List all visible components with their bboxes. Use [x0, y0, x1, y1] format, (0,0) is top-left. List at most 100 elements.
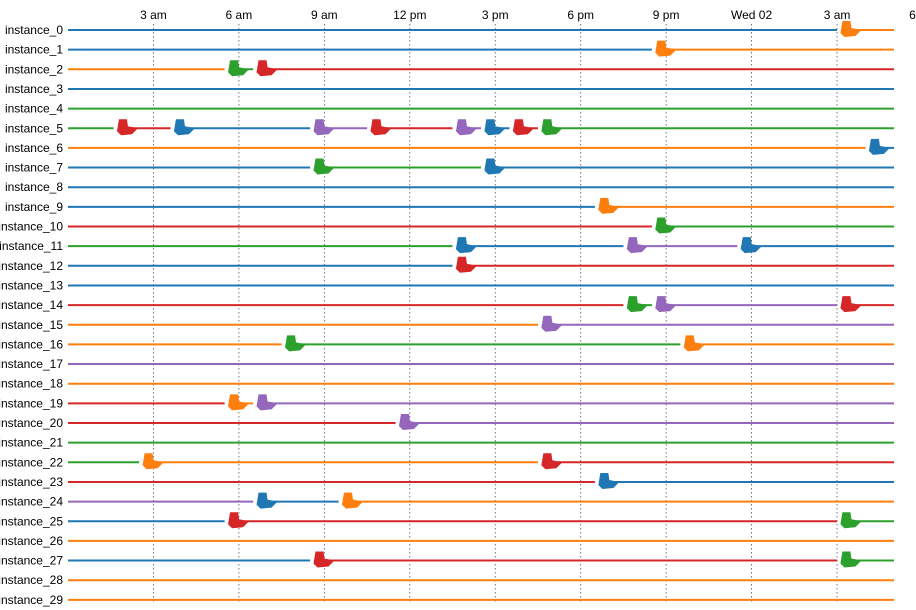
event-marker — [285, 335, 307, 352]
instance-label: instance_15 — [0, 318, 63, 332]
instance-lane — [68, 394, 894, 411]
instance-lane — [68, 512, 894, 529]
event-marker — [740, 237, 762, 254]
event-marker — [142, 453, 164, 470]
event-marker — [484, 119, 506, 136]
instance-label: instance_8 — [5, 180, 63, 194]
event-marker — [313, 551, 335, 568]
instance-label: instance_12 — [0, 259, 63, 273]
x-tick-label: 3 am — [140, 8, 167, 22]
instance-lane — [68, 60, 894, 77]
instance-lane — [68, 453, 894, 470]
instance-lane — [68, 492, 894, 509]
event-marker — [655, 296, 677, 313]
instance-label: instance_16 — [0, 337, 63, 351]
event-marker — [455, 256, 477, 273]
event-marker — [655, 217, 677, 234]
x-tick-label: Wed 02 — [731, 8, 772, 22]
instance-lane — [68, 296, 894, 313]
event-marker — [116, 119, 138, 136]
x-tick-label: 3 pm — [482, 8, 509, 22]
instance-label: instance_2 — [5, 62, 63, 76]
instance-label: instance_6 — [5, 141, 63, 155]
x-tick-label: 3 am — [824, 8, 851, 22]
instance-lane — [68, 197, 894, 214]
event-marker — [484, 158, 506, 175]
event-marker — [840, 296, 862, 313]
instance-lane — [68, 335, 894, 352]
event-marker — [228, 512, 250, 529]
event-marker — [455, 237, 477, 254]
event-marker — [541, 315, 563, 332]
instance-label: instance_27 — [0, 554, 63, 568]
event-marker — [228, 60, 250, 77]
instance-label: instance_10 — [0, 220, 63, 234]
event-marker — [626, 237, 648, 254]
event-marker — [341, 492, 363, 509]
instance-lane — [68, 315, 894, 332]
event-marker — [256, 394, 278, 411]
instance-label: instance_11 — [0, 239, 63, 253]
event-marker — [598, 472, 620, 489]
instance-lane — [68, 472, 894, 489]
event-marker — [455, 119, 477, 136]
instance-label: instance_3 — [5, 82, 63, 96]
event-marker — [313, 158, 335, 175]
instance-label: instance_28 — [0, 573, 63, 587]
event-marker — [173, 119, 195, 136]
x-tick-label: 9 am — [311, 8, 338, 22]
instance-lane — [68, 414, 894, 430]
x-tick-label: 6 am — [226, 8, 253, 22]
event-marker — [541, 453, 563, 470]
event-marker — [868, 138, 890, 155]
instance-lane — [68, 217, 894, 234]
instance-lane — [68, 256, 894, 273]
event-marker — [840, 512, 862, 529]
instance-label: instance_17 — [0, 357, 63, 371]
instance-label: instance_19 — [0, 396, 63, 410]
event-marker — [541, 119, 563, 136]
instance-label: instance_13 — [0, 278, 63, 292]
event-marker — [228, 394, 250, 411]
instance-label: instance_29 — [0, 593, 63, 607]
instance-label: instance_23 — [0, 475, 63, 489]
event-marker — [398, 414, 420, 430]
x-tick-label: 9 pm — [653, 8, 680, 22]
instance-label: instance_22 — [0, 455, 63, 469]
event-marker — [626, 296, 648, 313]
instance-label: instance_7 — [5, 161, 63, 175]
instance-label: instance_18 — [0, 377, 63, 391]
grid-lines — [153, 24, 838, 602]
instance-label: instance_9 — [5, 200, 63, 214]
instance-lane — [68, 158, 894, 175]
x-tick-label: 12 pm — [393, 8, 426, 22]
instance-lanes — [68, 21, 894, 601]
instance-label: instance_0 — [5, 23, 63, 37]
event-marker — [655, 40, 677, 57]
event-marker — [512, 119, 534, 136]
instance-label: instance_24 — [0, 495, 63, 509]
event-marker — [683, 335, 705, 352]
instance-lane — [68, 551, 894, 568]
instance-lane — [68, 21, 894, 37]
instance-lane — [68, 138, 894, 155]
event-marker — [840, 21, 862, 37]
instance-label: instance_4 — [5, 102, 63, 116]
instance-label: instance_26 — [0, 534, 63, 548]
instance-lane — [68, 40, 894, 57]
instance-label: instance_1 — [5, 43, 63, 57]
event-marker — [256, 60, 278, 77]
event-marker — [598, 197, 620, 214]
instance-label: instance_5 — [5, 121, 63, 135]
instance-label: instance_21 — [0, 436, 63, 450]
instance-lane — [68, 119, 894, 136]
event-marker — [256, 492, 278, 509]
event-marker — [370, 119, 392, 136]
event-marker — [313, 119, 335, 136]
instance-label: instance_14 — [0, 298, 63, 312]
instance-lane — [68, 237, 894, 254]
x-tick-label: 6 am — [909, 8, 916, 22]
instance-label: instance_20 — [0, 416, 63, 430]
